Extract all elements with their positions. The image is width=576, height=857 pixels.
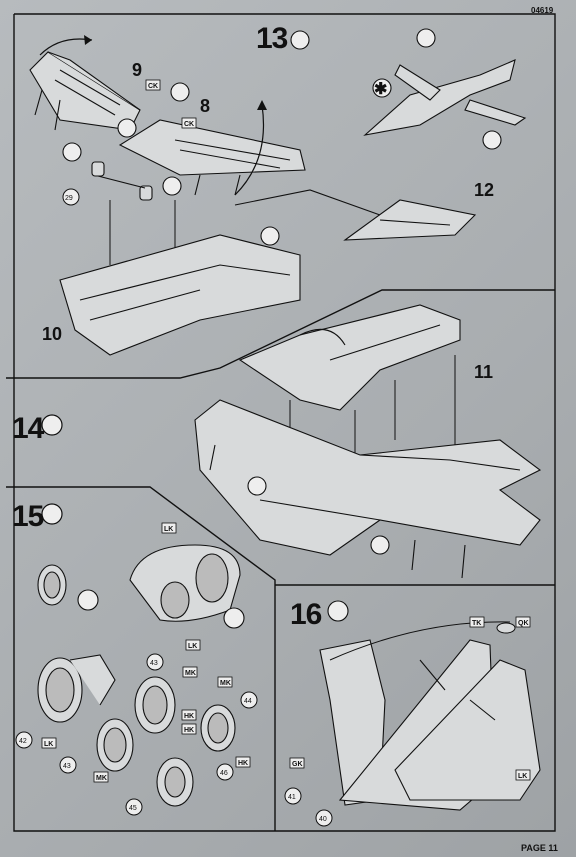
step16-callouts: 41 40 GK QK TK LK <box>284 616 531 827</box>
exhaust-nozzles-15 <box>37 544 241 807</box>
tag-ck-2: CK <box>184 121 194 128</box>
callout-46: 46 <box>220 770 228 777</box>
part-12-tailplane <box>234 189 477 241</box>
vertical-fins-16 <box>319 639 541 811</box>
part-29-pivot <box>91 161 153 201</box>
callout-11: 11 <box>474 362 493 382</box>
tag-mk-3: MK <box>96 775 107 782</box>
reference-aircraft <box>363 59 527 136</box>
callout-45: 45 <box>129 805 137 812</box>
callout-29: 29 <box>65 195 73 202</box>
step-14-number: 14 <box>12 412 44 445</box>
tag-mk-2: MK <box>220 680 231 687</box>
divider-13-14 <box>6 289 555 379</box>
callout-40: 40 <box>319 816 327 823</box>
tool-symbols-14 <box>247 476 390 555</box>
callout-9: 9 <box>132 60 142 80</box>
callout-42: 42 <box>19 738 27 745</box>
callout-12: 12 <box>474 180 494 200</box>
step-13-number: 13 <box>256 22 288 55</box>
tag-hk-2: HK <box>184 727 194 734</box>
callout-43a: 43 <box>150 660 158 667</box>
part-9-wing <box>29 51 141 131</box>
callout-8: 8 <box>200 96 210 116</box>
callout-43b: 43 <box>63 763 71 770</box>
tag-qk-1: QK <box>518 620 529 627</box>
step-16-number: 16 <box>290 598 322 631</box>
step-15-number: 15 <box>12 500 44 533</box>
tag-hk-3: HK <box>238 760 248 767</box>
part-8-wing <box>118 119 306 196</box>
callout-10: 10 <box>42 324 62 344</box>
lower-assembly-14 <box>194 399 542 579</box>
tag-tk-1: TK <box>472 620 481 627</box>
callout-44: 44 <box>244 698 252 705</box>
tag-mk-1: MK <box>185 670 196 677</box>
tag-lk-4: LK <box>518 773 527 780</box>
tag-hk-1: HK <box>184 713 194 720</box>
part-11-upper-fuselage <box>238 304 461 411</box>
tag-lk-2: LK <box>188 643 197 650</box>
tool-symbols-13 <box>62 28 502 246</box>
part-10-fuselage <box>59 234 301 356</box>
step15-callouts: 43 42 43 44 46 45 LK LK LK MK MK MK HK <box>15 522 258 816</box>
callout-41: 41 <box>288 794 296 801</box>
tag-lk-3: LK <box>44 741 53 748</box>
tag-ck-1: CK <box>148 83 158 90</box>
catalog-code: 04619 <box>531 6 554 15</box>
tag-gk-1: GK <box>292 761 303 768</box>
page-number: PAGE 11 <box>521 843 558 853</box>
tag-lk-1: LK <box>164 526 173 533</box>
divider-14-15 <box>6 486 276 831</box>
asterisk-symbol: ✱ <box>374 81 387 98</box>
